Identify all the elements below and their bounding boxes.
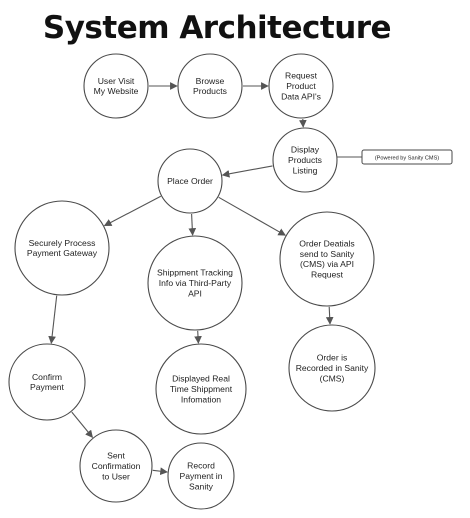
node-circle: [8, 343, 86, 421]
node-label-line: to User: [102, 471, 130, 481]
node-label-line: Listing: [293, 165, 318, 175]
node-label-line: Payment Gateway: [27, 248, 98, 258]
node-label-line: Display: [291, 145, 320, 155]
node-label-line: Infomation: [181, 394, 221, 404]
edge-sent-confirmation-to-record-payment: [152, 467, 168, 476]
node-label-line: Products: [193, 86, 227, 96]
node-label-line: Products: [288, 155, 322, 165]
node-label-line: Data API's: [281, 91, 321, 101]
node-circle: [157, 148, 223, 214]
node-circle: [83, 53, 149, 119]
node-label-line: (CMS) via API: [300, 259, 354, 269]
edge-order-details-to-order-recorded: [325, 306, 334, 325]
node-label-line: Product: [286, 81, 316, 91]
node-label-line: Browse: [196, 76, 225, 86]
node-label-line: Order is: [317, 353, 348, 363]
node-label-line: Payment: [30, 382, 65, 392]
node-label-line: Place Order: [167, 176, 213, 186]
note-powered-by: (Powered by Sanity CMS): [361, 149, 453, 165]
edge-place-order-to-order-details: [218, 196, 286, 236]
node-label-line: API: [188, 288, 202, 298]
node-circle: [147, 235, 243, 331]
node-label-line: User Visit: [98, 76, 135, 86]
node-circle: [268, 53, 334, 119]
node-label-line: Recorded in Sanity: [296, 363, 369, 373]
edge-place-order-to-shipment-tracking: [188, 213, 197, 236]
edge-confirm-payment-to-sent-confirmation: [71, 411, 93, 438]
node-label-line: Payment in: [180, 471, 223, 481]
node-label-line: Confirmation: [92, 461, 141, 471]
node-label-line: My Website: [94, 86, 139, 96]
node-circle: [155, 343, 247, 435]
node-circle: [14, 200, 110, 296]
node-label-line: Order Deatials: [299, 238, 354, 248]
node-label-line: Sanity: [189, 481, 214, 491]
node-label-line: Securely Process: [29, 238, 96, 248]
node-label-line: Info via Third-Party: [159, 278, 232, 288]
node-label-line: (CMS): [320, 373, 345, 383]
node-label-line: Request: [285, 71, 318, 81]
edge-place-order-to-payment-gateway: [103, 195, 162, 227]
edge-display-to-place-order: [221, 165, 273, 178]
note-label: (Powered by Sanity CMS): [375, 156, 439, 162]
node-label-line: Shippment Tracking: [157, 268, 233, 278]
node-circle: [79, 429, 153, 503]
node-place-order: Place Order: [157, 148, 223, 214]
node-circle: [272, 127, 338, 193]
edge-shipment-tracking-to-displayed-shipment: [194, 330, 202, 344]
node-label-line: Confirm: [32, 372, 62, 382]
edges-layer: [48, 82, 362, 476]
node-circle: [279, 211, 375, 307]
diagram-title: System Architecture: [43, 10, 391, 46]
node-circle: [288, 324, 376, 412]
node-label-line: Request: [311, 270, 344, 280]
node-label-line: Time Shippment: [170, 384, 233, 394]
node-circle: [167, 442, 235, 510]
node-circle: [177, 53, 243, 119]
edge-payment-gateway-to-confirm-payment: [48, 295, 58, 344]
node-label-line: Sent: [107, 451, 125, 461]
node-label-line: Record: [187, 461, 215, 471]
node-label-line: send to Sanity: [300, 249, 355, 259]
node-label-line: Displayed Real: [172, 374, 230, 384]
